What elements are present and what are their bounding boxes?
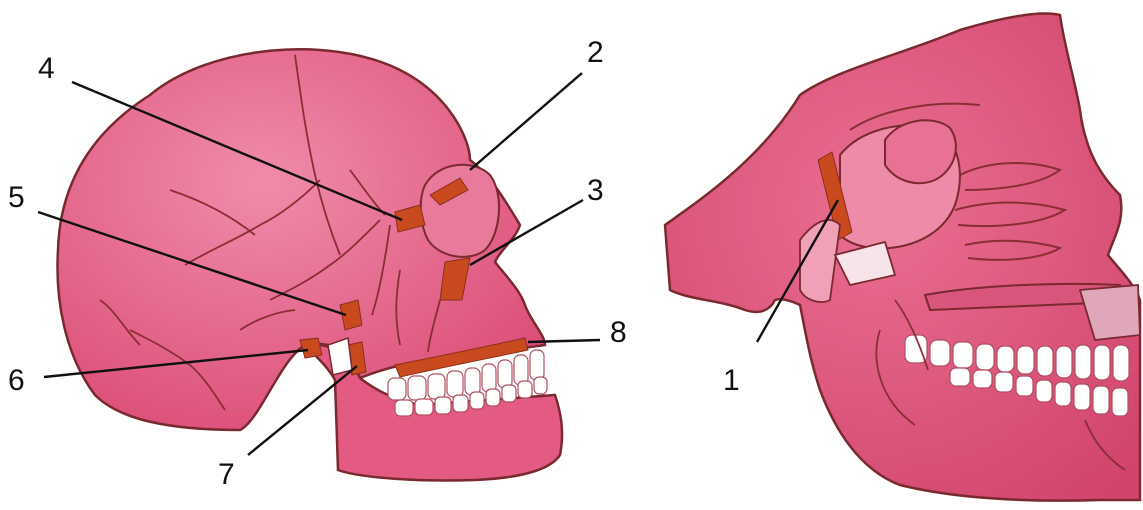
skull-sagittal-view bbox=[665, 13, 1140, 500]
label-8: 8 bbox=[610, 316, 627, 349]
condyle-gap bbox=[328, 338, 352, 375]
label-7: 7 bbox=[218, 458, 235, 491]
leader-line-2 bbox=[470, 73, 582, 170]
sagittal-outline bbox=[665, 13, 1140, 500]
skull-lateral-view bbox=[57, 49, 562, 480]
sella bbox=[885, 120, 956, 183]
label-3: 3 bbox=[587, 174, 604, 207]
label-2: 2 bbox=[587, 36, 604, 69]
label-1: 1 bbox=[723, 364, 740, 397]
label-6: 6 bbox=[8, 364, 25, 397]
label-5: 5 bbox=[8, 181, 25, 214]
label-4: 4 bbox=[38, 52, 55, 85]
